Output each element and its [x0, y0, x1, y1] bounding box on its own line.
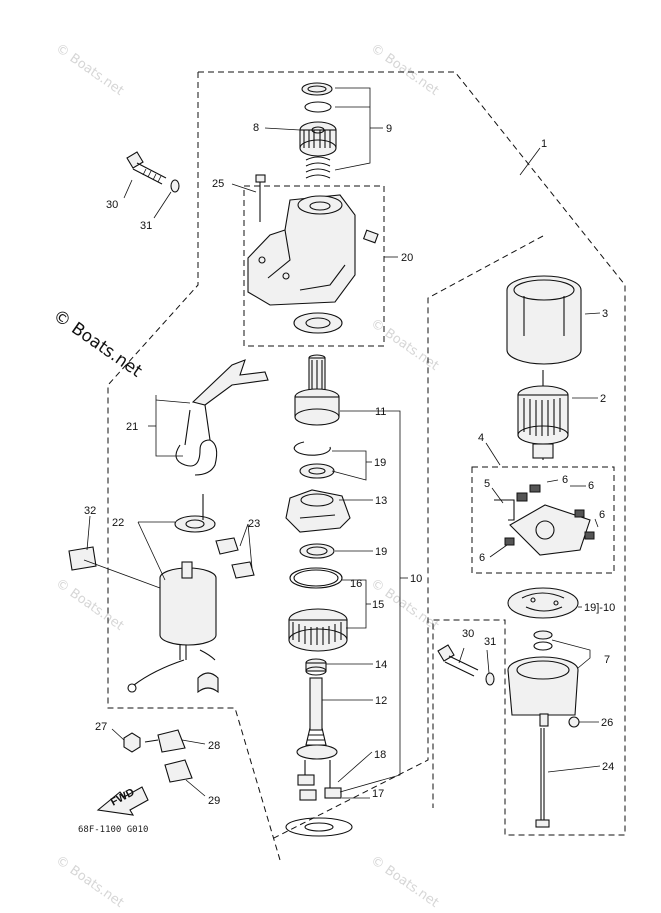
drawing-code: 68F-1100 G010	[78, 825, 148, 835]
callout-26: 26	[601, 717, 613, 729]
watermark-text: © Boats.net	[53, 576, 127, 634]
main-watermark-text: © Boats.net	[49, 306, 146, 382]
pinion-shaft	[294, 354, 340, 426]
callout-19: 19	[374, 457, 386, 469]
callout-15: 15	[372, 599, 384, 611]
assembly-outlines	[107, 71, 626, 861]
callout-4: 4	[478, 432, 484, 444]
callout-20: 20	[401, 252, 413, 264]
callout-31: 31	[140, 220, 152, 232]
callout-24: 24	[602, 761, 614, 773]
caution-label	[68, 546, 97, 571]
through-bolt	[535, 728, 550, 828]
callout-6: 6	[562, 474, 568, 486]
rear-cover	[507, 630, 579, 727]
callout-9: 9	[386, 123, 392, 135]
drive-housing	[285, 489, 351, 533]
solenoid-switch	[127, 494, 217, 693]
front-bracket-housing	[247, 194, 379, 334]
callout-19: 19	[375, 546, 387, 558]
washer-middle	[299, 543, 335, 559]
mounting-bolt-left	[126, 151, 180, 193]
callout-22: 22	[112, 517, 124, 529]
callout-3: 3	[602, 308, 608, 320]
callout-10: 10	[410, 573, 422, 585]
callout-1: 1	[541, 138, 547, 150]
callout-7: 7	[604, 654, 610, 666]
armature	[517, 370, 569, 460]
brush-plate	[507, 587, 579, 619]
planet-gears	[296, 744, 342, 801]
pinion-stopper-set	[301, 82, 333, 179]
shift-lever	[175, 359, 269, 476]
bushing	[305, 658, 327, 676]
callout-30: 30	[462, 628, 474, 640]
terminal-parts	[123, 729, 193, 783]
watermark-text: © Boats.net	[368, 316, 442, 374]
callout-21: 21	[126, 421, 138, 433]
callout-29: 29	[208, 795, 220, 807]
callout-17: 17	[372, 788, 384, 800]
leader-lines	[83, 87, 601, 799]
callout-5: 5	[484, 478, 490, 490]
watermark-text: © Boats.net	[368, 853, 442, 911]
callout-6: 6	[588, 480, 594, 492]
watermark-text: © Boats.net	[53, 41, 127, 99]
callout-2: 2	[600, 393, 606, 405]
callout-12: 12	[375, 695, 387, 707]
callout-32: 32	[84, 505, 96, 517]
fwd-arrow	[96, 786, 149, 816]
callout-13: 13	[375, 495, 387, 507]
callout-11: 11	[375, 406, 386, 418]
callout-6: 6	[599, 509, 605, 521]
callout-18: 18	[374, 749, 386, 761]
callout-16: 16	[350, 578, 362, 590]
brush-holder-assembly	[494, 484, 595, 556]
gear-plate	[285, 817, 353, 837]
mounting-bolt-right	[437, 644, 495, 686]
watermark-text: © Boats.net	[368, 41, 442, 99]
callout-labels: 1 2 3 4 5 6 6 6 6 7 8 9 10 19]-10 11 12 …	[84, 122, 615, 807]
rear-screw	[568, 716, 580, 728]
long-screw	[255, 174, 266, 222]
callout-14: 14	[375, 659, 387, 671]
circlip-washer-upper	[293, 441, 335, 479]
callout-30: 30	[106, 199, 118, 211]
callout-19-10: 19]-10	[584, 602, 615, 614]
callout-27: 27	[95, 721, 107, 733]
callout-28: 28	[208, 740, 220, 752]
watermark-text: © Boats.net	[53, 853, 127, 911]
rubber-grommets	[197, 537, 255, 694]
callout-25: 25	[212, 178, 224, 190]
yoke	[506, 275, 582, 365]
internal-gear	[288, 567, 348, 652]
callout-8: 8	[253, 122, 259, 134]
callout-31: 31	[484, 636, 496, 648]
callout-6: 6	[479, 552, 485, 564]
pinion-gear	[299, 121, 337, 157]
planet-carrier-shaft	[305, 677, 327, 746]
callout-23: 23	[248, 518, 260, 530]
